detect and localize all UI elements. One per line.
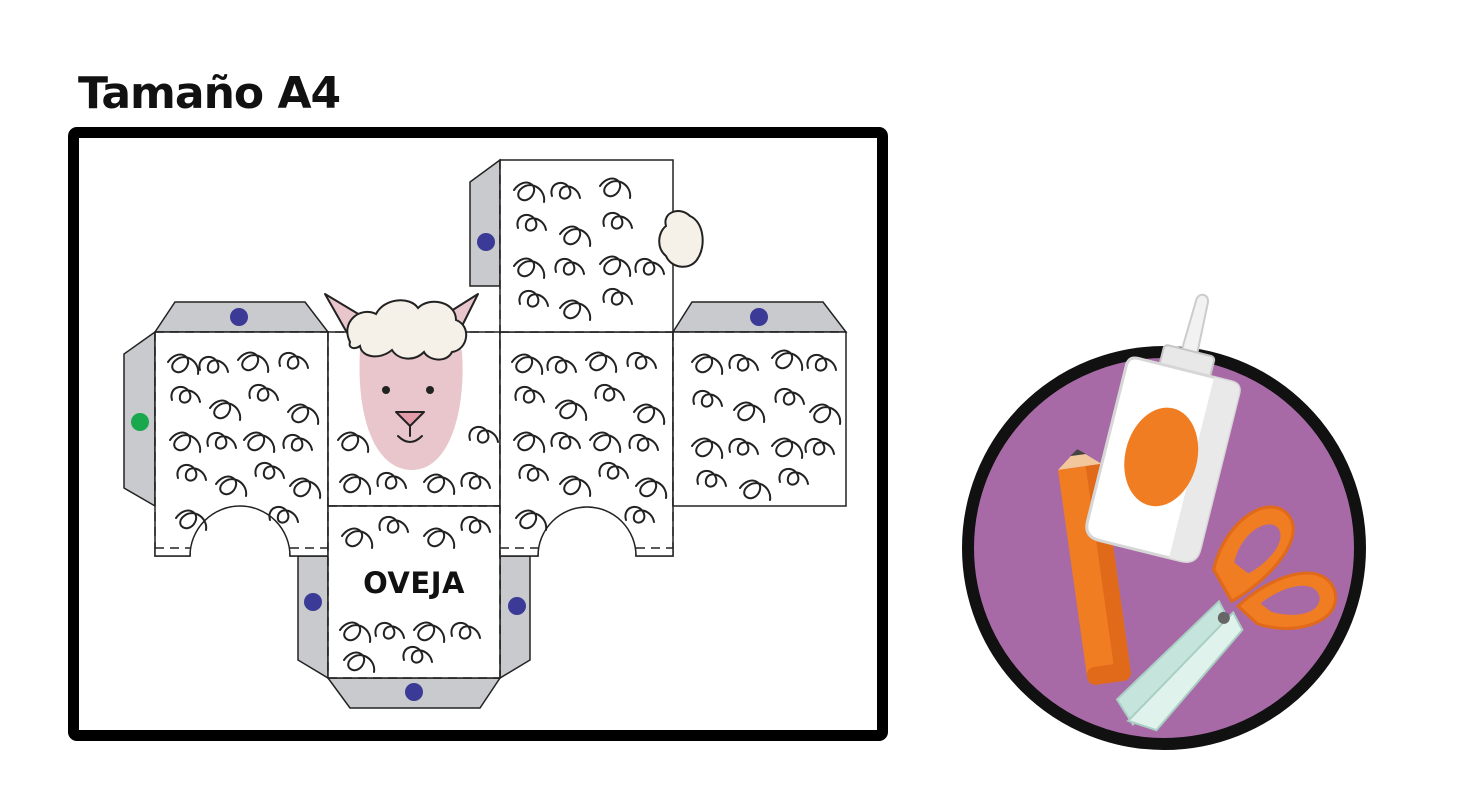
- face-label-oveja: OVEJA: [363, 566, 465, 600]
- tab-top-small: [469, 158, 501, 287]
- start-dot: [131, 413, 149, 431]
- sheep-eye-left: [382, 386, 390, 394]
- glue-dot: [304, 593, 322, 611]
- tab-bottom-left: [297, 555, 329, 680]
- sheep-face: [359, 335, 463, 470]
- glue-dot: [230, 308, 248, 326]
- sheep-head: [324, 293, 479, 470]
- glue-bottle-icon: [1085, 293, 1241, 563]
- face-middle-right: [499, 331, 674, 557]
- fold-lines: [154, 160, 846, 679]
- glue-dot: [508, 597, 526, 615]
- glue-dot: [405, 683, 423, 701]
- scissors-icon: [1115, 505, 1338, 732]
- net-faces: [154, 159, 847, 679]
- glue-dot: [750, 308, 768, 326]
- sheep-mouth: [397, 425, 423, 443]
- glue-dot: [477, 233, 495, 251]
- face-left: [154, 331, 329, 557]
- sheep-tail: [658, 210, 704, 268]
- page-title: Tamaño A4: [78, 68, 341, 119]
- sheep-nose: [395, 411, 425, 427]
- materials-badge: [962, 293, 1366, 750]
- sheep-wool-tuft: [346, 299, 467, 361]
- tab-bottom-right: [499, 555, 531, 680]
- sheep-eye-right: [426, 386, 434, 394]
- glue-dots: [230, 233, 768, 701]
- face-oveja: [327, 505, 501, 679]
